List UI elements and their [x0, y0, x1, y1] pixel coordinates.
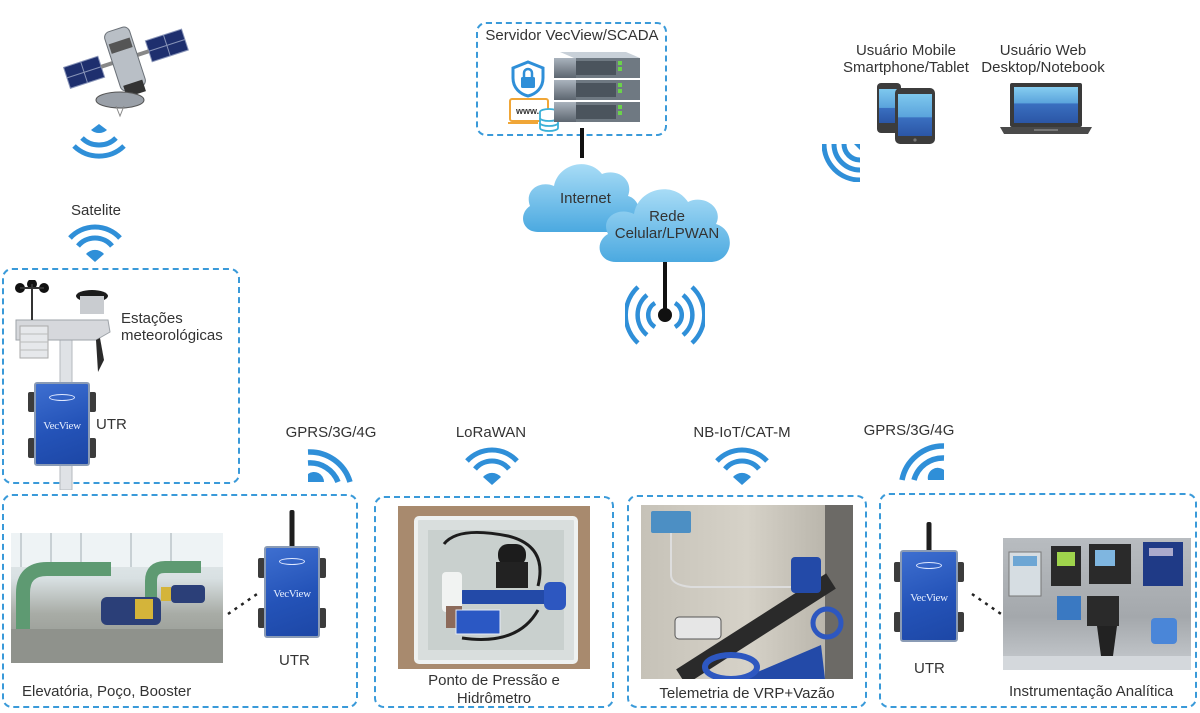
satellite-label: Satelite	[70, 202, 122, 219]
internet-label: Internet	[560, 190, 611, 207]
satellite-icon	[60, 14, 190, 124]
site-4-utr-label: UTR	[914, 660, 945, 677]
smartphone-tablet-icon	[876, 82, 936, 144]
pump-station-photo	[11, 533, 223, 663]
weather-station-label-1: Estações	[121, 310, 183, 327]
site-3-box	[627, 495, 867, 708]
weather-station-label-2: meteorológicas	[121, 327, 223, 344]
server-box	[476, 22, 667, 136]
server-internet-link	[580, 128, 584, 158]
site-1-utr: VecView	[258, 510, 326, 638]
site-1-wifi-icon	[304, 444, 356, 484]
broadcast-antenna-icon	[625, 283, 705, 347]
site-2-wifi-icon	[463, 445, 521, 485]
weather-station-utr-label: UTR	[96, 416, 127, 433]
server-rack-icon	[548, 46, 644, 126]
wifi-signal-icon-users	[822, 134, 864, 182]
site-4-link-label: GPRS/3G/4G	[863, 422, 955, 439]
www-browser-icon: www.	[508, 97, 552, 127]
web-user-label-1: Usuário Web	[999, 42, 1087, 59]
internet-cloud	[518, 150, 648, 240]
site-1-link-label: GPRS/3G/4G	[285, 424, 377, 441]
utr-brand-logo: VecView	[43, 420, 81, 432]
site-3-link-label: NB-IoT/CAT-M	[693, 424, 791, 441]
cellular-cloud	[594, 174, 738, 266]
site-2-link-label: LoRaWAN	[455, 424, 527, 441]
site-2-box	[374, 496, 614, 708]
site-2-caption-1: Ponto de Pressão e	[428, 672, 560, 689]
connection-dots	[226, 590, 262, 616]
satellite-downlink-wifi-icon	[70, 124, 128, 168]
weather-station-box	[2, 268, 240, 484]
site-3-wifi-icon	[713, 445, 771, 485]
web-user-label-2: Desktop/Notebook	[981, 59, 1105, 76]
utr-brand-logo: VecView	[273, 587, 311, 600]
weather-station-utr: VecView	[28, 382, 96, 466]
svg-text:www.: www.	[515, 106, 539, 116]
analytical-instrumentation-photo	[1003, 538, 1191, 670]
cloud-antenna-link	[663, 262, 667, 312]
site-3-caption: Telemetria de VRP+Vazão	[659, 685, 835, 702]
site-1-utr-label: UTR	[279, 652, 310, 669]
vrp-flow-photo	[641, 505, 853, 679]
site-4-utr: VecView	[894, 522, 964, 642]
site-4-caption: Instrumentação Analítica	[1009, 683, 1174, 700]
pressure-meter-photo	[398, 506, 590, 669]
shield-lock-icon	[510, 60, 546, 98]
site-4-wifi-icon	[896, 442, 948, 482]
cellular-label-2: Celular/LPWAN	[614, 225, 720, 242]
site-1-caption: Elevatória, Poço, Booster	[22, 683, 192, 700]
laptop-icon	[998, 82, 1094, 136]
cellular-label-1: Rede	[649, 208, 685, 225]
mobile-user-label-2: Smartphone/Tablet	[843, 59, 969, 76]
mobile-user-label-1: Usuário Mobile	[855, 42, 957, 59]
satellite-uplink-wifi-icon	[66, 222, 124, 262]
server-label: Servidor VecView/SCADA	[485, 27, 659, 44]
site-1-box	[2, 494, 358, 708]
connection-dots	[970, 592, 1006, 618]
site-2-caption-2: Hidrômetro	[456, 690, 532, 707]
database-icon	[538, 108, 560, 132]
utr-brand-logo: VecView	[910, 591, 948, 604]
site-4-box	[879, 493, 1197, 708]
